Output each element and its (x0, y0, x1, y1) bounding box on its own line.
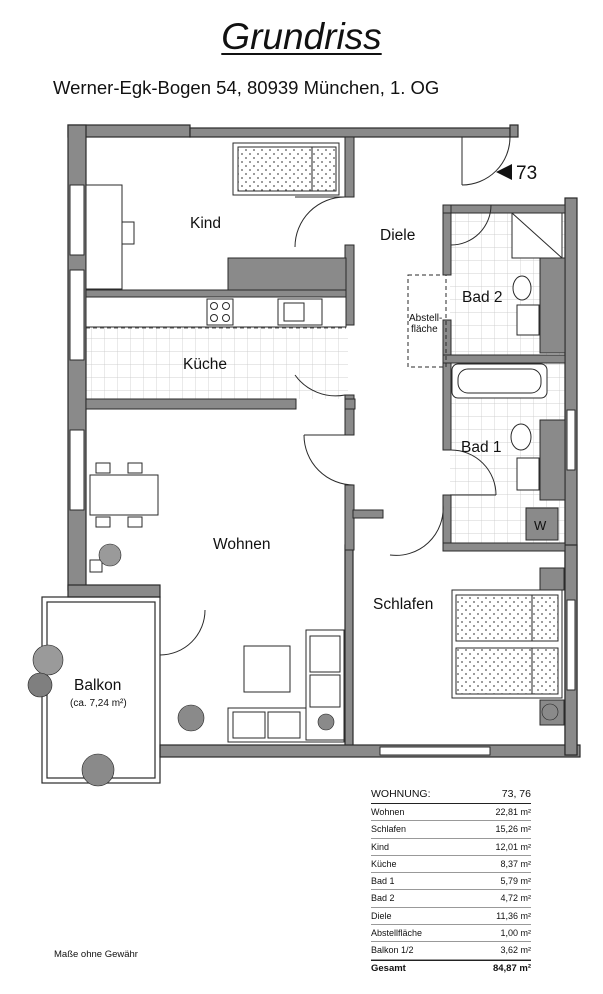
kind-furniture (85, 142, 347, 291)
row-value: 5,79 m² (500, 876, 531, 887)
table-row: Bad 2 4,72 m² (371, 890, 531, 908)
row-label: Diele (371, 910, 392, 921)
room-label-abstell-2: fläche (411, 324, 438, 335)
interior-walls (85, 136, 566, 552)
living-furniture (89, 462, 345, 743)
row-value: 11,36 m² (496, 910, 531, 921)
row-label: Kind (371, 841, 390, 852)
row-value: 4,72 m² (500, 893, 531, 904)
room-label-bad2: Bad 2 (462, 289, 503, 306)
room-label-kueche: Küche (183, 356, 227, 373)
row-value: 1,00 m² (500, 928, 531, 939)
table-row: Bad 1 5,79 m² (371, 873, 531, 891)
plant-icons (27, 543, 559, 787)
area-table-header-label: WOHNUNG: (371, 788, 431, 800)
table-row: Schlafen 15,26 m² (371, 821, 531, 839)
bath2-fixtures (511, 212, 563, 336)
row-label: Küche (371, 858, 397, 869)
table-row: Kind 12,01 m² (371, 839, 531, 856)
room-label-balkon: Balkon (74, 677, 121, 694)
row-value: 12,01 m² (495, 841, 531, 852)
row-value: 3,62 m² (500, 945, 531, 956)
table-row: Abstellfläche 1,00 m² (371, 925, 531, 943)
bedroom-furniture (451, 567, 565, 726)
area-table-total: Gesamt 84,87 m² (371, 959, 531, 977)
bath1-fixtures (451, 363, 559, 541)
room-label-kind: Kind (190, 215, 221, 232)
table-row: Wohnen 22,81 m² (371, 804, 531, 822)
entrance-number: 73 (516, 163, 537, 184)
storage-area-outline (407, 274, 447, 368)
windows (69, 184, 576, 756)
total-label: Gesamt (371, 962, 406, 974)
kitchen-counter (85, 296, 347, 328)
entrance-arrow-icon (496, 164, 512, 180)
row-label: Abstellfläche (371, 928, 423, 939)
room-label-bad1: Bad 1 (461, 439, 502, 456)
table-row: Küche 8,37 m² (371, 856, 531, 874)
area-table: WOHNUNG: 73, 76 Wohnen 22,81 m² Schlafen… (371, 786, 531, 977)
room-label-wohnen: Wohnen (213, 536, 270, 553)
row-value: 15,26 m² (495, 824, 531, 835)
row-label: Bad 2 (371, 893, 395, 904)
address-line: Werner-Egk-Bogen 54, 80939 München, 1. O… (53, 77, 440, 98)
row-label: Bad 1 (371, 876, 395, 887)
room-label-diele: Diele (380, 227, 415, 244)
row-value: 22,81 m² (495, 807, 531, 817)
row-label: Balkon 1/2 (371, 945, 414, 956)
total-value: 84,87 m² (492, 962, 531, 974)
room-label-abstell-1: Abstell- (409, 313, 442, 324)
room-label-schlafen: Schlafen (373, 596, 433, 613)
balkon-area-note: (ca. 7,24 m²) (70, 698, 127, 709)
table-row: Balkon 1/2 3,62 m² (371, 942, 531, 960)
table-row: Diele 11,36 m² (371, 908, 531, 926)
row-value: 8,37 m² (500, 858, 531, 869)
area-table-header: WOHNUNG: 73, 76 (371, 786, 531, 804)
row-label: Schlafen (371, 824, 407, 835)
disclaimer-note: Maße ohne Gewähr (54, 949, 138, 960)
washer-label: W (534, 518, 547, 533)
area-table-header-value: 73, 76 (501, 788, 531, 800)
row-label: Wohnen (371, 807, 405, 817)
page-title: Grundriss (221, 16, 382, 57)
